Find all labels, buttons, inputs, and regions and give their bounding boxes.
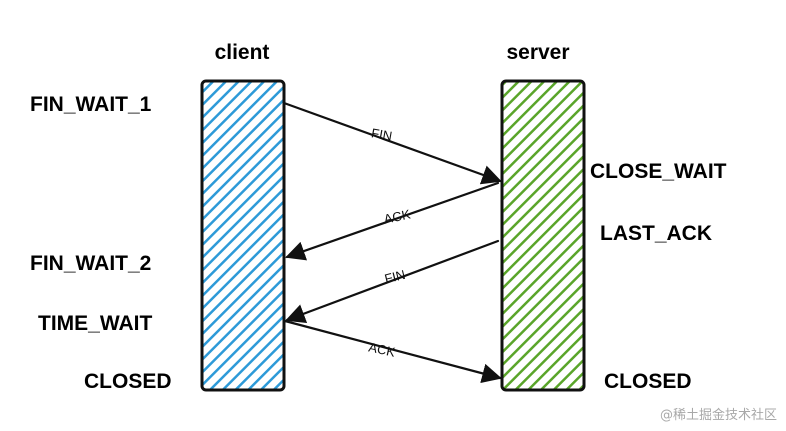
ack-label-1: ACK bbox=[382, 206, 412, 226]
ack-arrow-client-to-server bbox=[283, 319, 502, 384]
fin-label-1: FIN bbox=[370, 125, 393, 143]
server-state-close-wait: CLOSE_WAIT bbox=[590, 160, 727, 183]
client-lifeline-bar bbox=[200, 79, 286, 392]
fin-arrow-server-to-client bbox=[285, 239, 500, 324]
fin-label-2: FIN bbox=[383, 267, 407, 287]
ack-arrow-server-to-client bbox=[285, 181, 500, 261]
watermark-text: @稀土掘金技术社区 bbox=[660, 407, 777, 423]
client-state-closed: CLOSED bbox=[84, 370, 172, 393]
server-state-closed: CLOSED bbox=[604, 370, 692, 393]
client-state-fin-wait-2: FIN_WAIT_2 bbox=[30, 252, 151, 275]
client-state-fin-wait-1: FIN_WAIT_1 bbox=[30, 93, 152, 116]
client-state-time-wait: TIME_WAIT bbox=[38, 312, 153, 335]
fin-arrow-client-to-server bbox=[282, 101, 502, 185]
server-heading: server bbox=[506, 41, 569, 64]
server-state-last-ack: LAST_ACK bbox=[600, 222, 712, 245]
server-lifeline-bar bbox=[500, 79, 586, 392]
client-heading: client bbox=[215, 41, 270, 64]
ack-label-2: ACK bbox=[367, 339, 397, 359]
